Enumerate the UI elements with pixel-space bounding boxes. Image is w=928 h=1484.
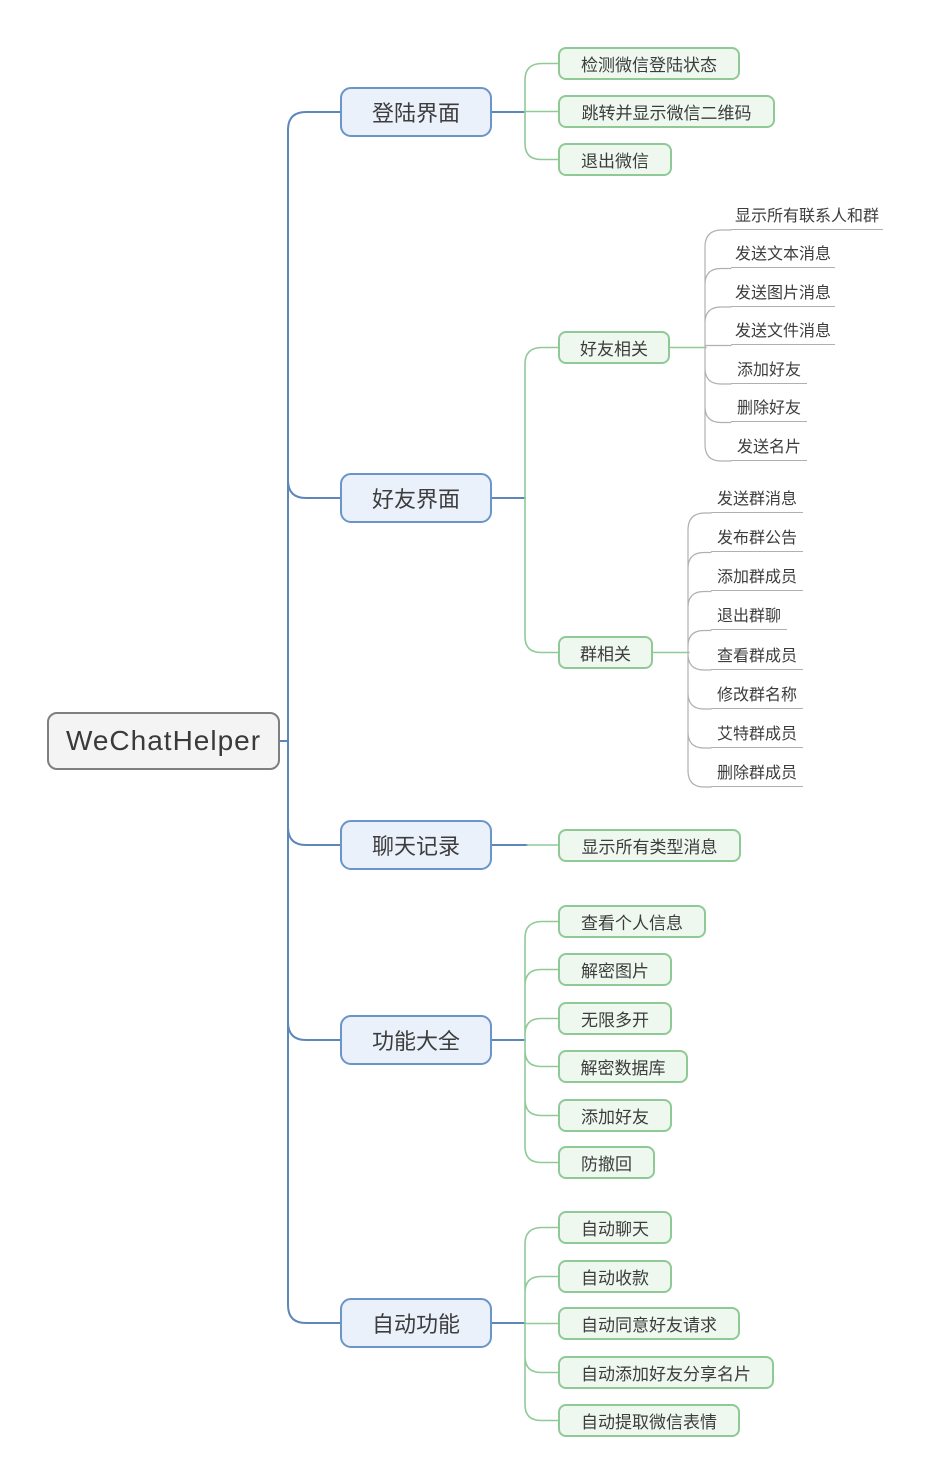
branch-login-ui[interactable]: 登陆界面: [340, 87, 492, 137]
leaf-remove-group-member[interactable]: 删除群成员: [711, 763, 803, 787]
leaf-send-card[interactable]: 发送名片: [731, 437, 807, 461]
node-decrypt-database[interactable]: 解密数据库: [558, 1050, 688, 1083]
auto-children-connector: [524, 1226, 559, 1422]
node-auto-collect-payment[interactable]: 自动收款: [558, 1260, 672, 1293]
login-children-connector: [524, 62, 559, 161]
leaf-rename-group[interactable]: 修改群名称: [711, 685, 803, 709]
node-decrypt-images[interactable]: 解密图片: [558, 953, 672, 986]
node-friend-related[interactable]: 好友相关: [558, 331, 670, 364]
leaf-add-group-member[interactable]: 添加群成员: [711, 567, 803, 591]
leaf-send-image-message[interactable]: 发送图片消息: [731, 283, 835, 307]
branch-chat-history[interactable]: 聊天记录: [340, 820, 492, 870]
node-show-all-message-types[interactable]: 显示所有类型消息: [558, 829, 741, 862]
node-check-login-status[interactable]: 检测微信登陆状态: [558, 47, 740, 80]
branch-features[interactable]: 功能大全: [340, 1015, 492, 1065]
node-show-qrcode[interactable]: 跳转并显示微信二维码: [558, 95, 775, 128]
leaf-show-contacts-groups[interactable]: 显示所有联系人和群: [731, 206, 883, 230]
node-auto-add-shared-card[interactable]: 自动添加好友分享名片: [558, 1356, 774, 1389]
node-view-personal-info[interactable]: 查看个人信息: [558, 905, 706, 938]
node-auto-accept-friend-request[interactable]: 自动同意好友请求: [558, 1307, 740, 1340]
leaf-quit-group-chat[interactable]: 退出群聊: [711, 606, 787, 630]
leaf-send-text-message[interactable]: 发送文本消息: [731, 244, 835, 268]
leaf-add-friend[interactable]: 添加好友: [731, 360, 807, 384]
node-group-related[interactable]: 群相关: [558, 636, 653, 669]
friend-leaf-connector: [704, 229, 732, 462]
friend-children-connector: [524, 346, 559, 654]
leaf-view-group-members[interactable]: 查看群成员: [711, 646, 803, 670]
node-logout-wechat[interactable]: 退出微信: [558, 143, 672, 176]
root-node[interactable]: WeChatHelper: [47, 712, 280, 770]
leaf-post-group-notice[interactable]: 发布群公告: [711, 528, 803, 552]
branch-friend-ui[interactable]: 好友界面: [340, 473, 492, 523]
trunk-connector: [279, 111, 341, 1324]
node-add-friend-feature[interactable]: 添加好友: [558, 1099, 672, 1132]
leaf-at-group-member[interactable]: 艾特群成员: [711, 724, 803, 748]
leaf-send-file-message[interactable]: 发送文件消息: [731, 321, 835, 345]
branch-auto-functions[interactable]: 自动功能: [340, 1298, 492, 1348]
leaf-delete-friend[interactable]: 删除好友: [731, 398, 807, 422]
features-children-connector: [524, 920, 559, 1164]
group-leaf-connector: [687, 512, 712, 788]
leaf-send-group-message[interactable]: 发送群消息: [711, 489, 803, 513]
branch-stub-connector: [491, 111, 528, 1324]
subgroup-stub-connector: [652, 346, 707, 654]
node-auto-extract-emoji[interactable]: 自动提取微信表情: [558, 1404, 740, 1437]
node-auto-chat[interactable]: 自动聊天: [558, 1211, 672, 1244]
node-multi-instance[interactable]: 无限多开: [558, 1002, 672, 1035]
node-anti-recall[interactable]: 防撤回: [558, 1146, 655, 1179]
